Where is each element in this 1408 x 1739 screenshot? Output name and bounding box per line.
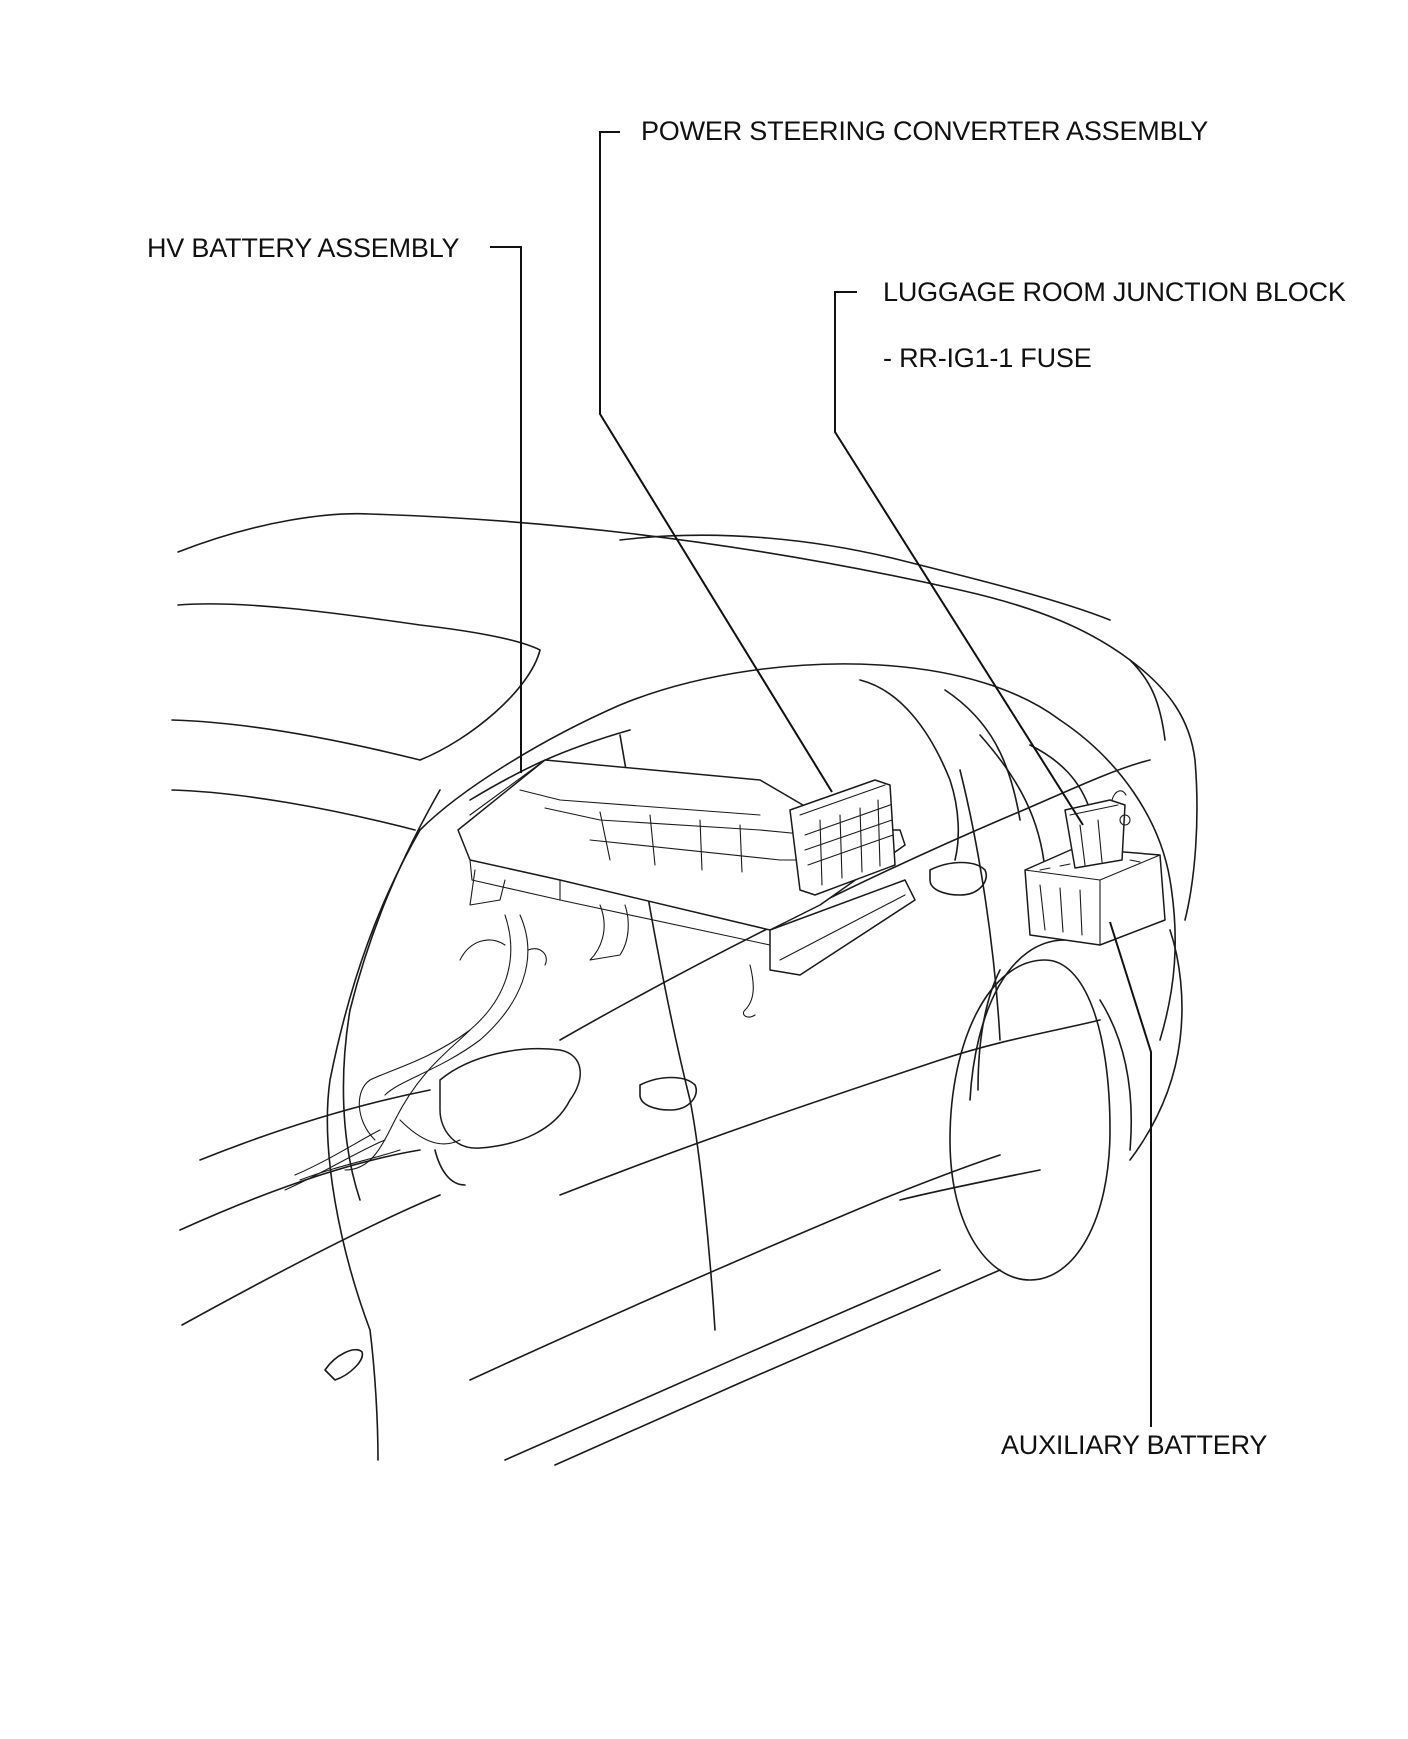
leader-luggage-jb <box>834 291 1084 826</box>
label-power-steering-converter: POWER STEERING CONVERTER ASSEMBLY <box>641 116 1209 146</box>
wiring-harness <box>284 914 547 1191</box>
label-auxiliary-battery: AUXILIARY BATTERY <box>1001 1430 1268 1460</box>
hv-battery-assembly <box>457 759 916 1018</box>
leader-hv-battery <box>490 246 522 773</box>
leader-power-steering <box>599 131 833 793</box>
leader-aux-battery <box>1109 921 1152 1427</box>
side-mirror <box>434 1048 581 1186</box>
car-body <box>171 512 1198 1466</box>
label-hv-battery-assembly: HV BATTERY ASSEMBLY <box>147 233 460 263</box>
auxiliary-battery-assembly <box>1024 790 1166 946</box>
label-luggage-room-junction-block: LUGGAGE ROOM JUNCTION BLOCK <box>883 277 1346 307</box>
label-rr-ig1-1-fuse: - RR-IG1-1 FUSE <box>883 343 1092 373</box>
rear-wheel <box>949 939 1133 1281</box>
leader-lines <box>490 131 1152 1427</box>
